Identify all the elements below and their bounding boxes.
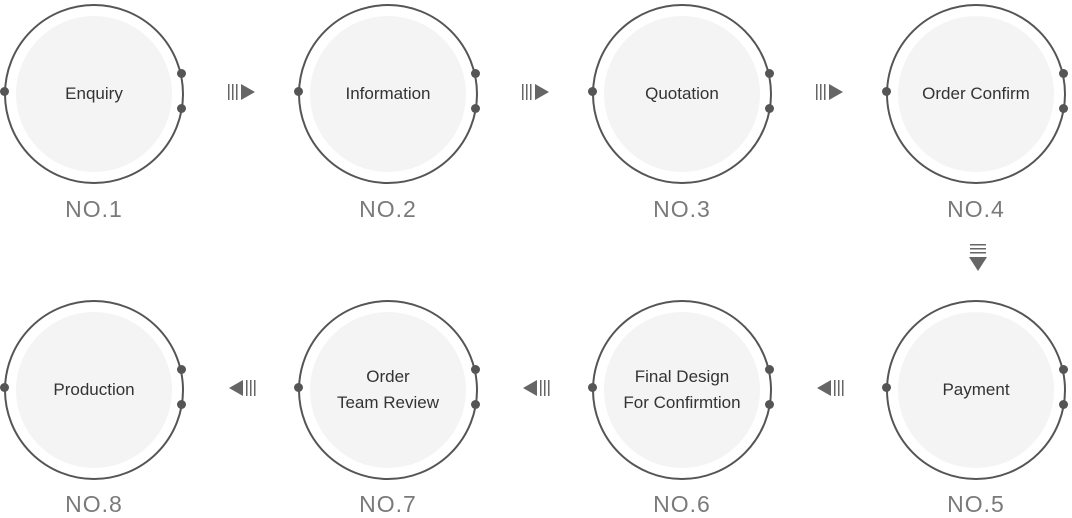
connector-dot <box>1059 69 1068 78</box>
step-2-circle: Information <box>294 0 482 188</box>
arrow-left-icon <box>229 380 256 396</box>
arrow-right-icon <box>816 84 843 100</box>
connector-dot <box>294 87 303 96</box>
step-5-number: NO.5 <box>947 491 1005 517</box>
connector-dot <box>588 383 597 392</box>
step-disc: Order Confirm <box>898 16 1054 172</box>
step-5-circle: Payment <box>882 296 1070 484</box>
arrow-left-icon <box>523 380 550 396</box>
step-1-number: NO.1 <box>65 196 123 222</box>
step-4-number: NO.4 <box>947 196 1005 222</box>
step-1-circle: Enquiry <box>0 0 188 188</box>
step-disc: Enquiry <box>16 16 172 172</box>
step-3-number: NO.3 <box>653 196 711 222</box>
step-1-label: Enquiry <box>65 84 123 103</box>
arrow-left-icon <box>817 380 844 396</box>
connector-dot <box>588 87 597 96</box>
arrow-down-icon <box>969 244 987 271</box>
step-2-number: NO.2 <box>359 196 417 222</box>
connector-dot <box>471 69 480 78</box>
step-3-label: Quotation <box>645 84 719 103</box>
step-8-number: NO.8 <box>65 491 123 517</box>
step-8-label: Production <box>53 380 135 399</box>
connector-dot <box>177 400 186 409</box>
step-disc: Production <box>16 312 172 468</box>
arrow-right-icon <box>228 84 255 100</box>
step-6-label: Final Design For Confirmtion <box>623 367 741 412</box>
step-4-label: Order Confirm <box>922 84 1030 103</box>
connector-dot <box>471 400 480 409</box>
connector-dot <box>1059 365 1068 374</box>
step-disc: Final Design For Confirmtion <box>604 312 760 468</box>
step-2-label: Information <box>345 84 431 103</box>
connector-dot <box>471 104 480 113</box>
step-7-label: Order Team Review <box>336 367 440 412</box>
connector-dot <box>765 400 774 409</box>
connector-dot <box>471 365 480 374</box>
connector-dot <box>177 365 186 374</box>
step-7-number: NO.7 <box>359 491 417 517</box>
step-3-circle: Quotation <box>588 0 776 188</box>
step-disc: Quotation <box>604 16 760 172</box>
connector-dot <box>765 104 774 113</box>
step-disc: Payment <box>898 312 1054 468</box>
step-8-circle: Production <box>0 296 188 484</box>
connector-dot <box>1059 400 1068 409</box>
connector-dot <box>0 383 9 392</box>
step-7-circle: Order Team Review <box>294 296 482 484</box>
connector-dot <box>0 87 9 96</box>
connector-dot <box>294 383 303 392</box>
step-6-circle: Final Design For Confirmtion <box>588 296 776 484</box>
connector-dot <box>765 69 774 78</box>
step-6-number: NO.6 <box>653 491 711 517</box>
connector-dot <box>765 365 774 374</box>
connector-dot <box>882 87 891 96</box>
arrow-right-icon <box>522 84 549 100</box>
connector-dot <box>177 69 186 78</box>
connector-dot <box>177 104 186 113</box>
step-disc: Order Team Review <box>310 312 466 468</box>
step-disc: Information <box>310 16 466 172</box>
step-4-circle: Order Confirm <box>882 0 1070 188</box>
connector-dot <box>1059 104 1068 113</box>
step-5-label: Payment <box>942 380 1010 399</box>
connector-dot <box>882 383 891 392</box>
